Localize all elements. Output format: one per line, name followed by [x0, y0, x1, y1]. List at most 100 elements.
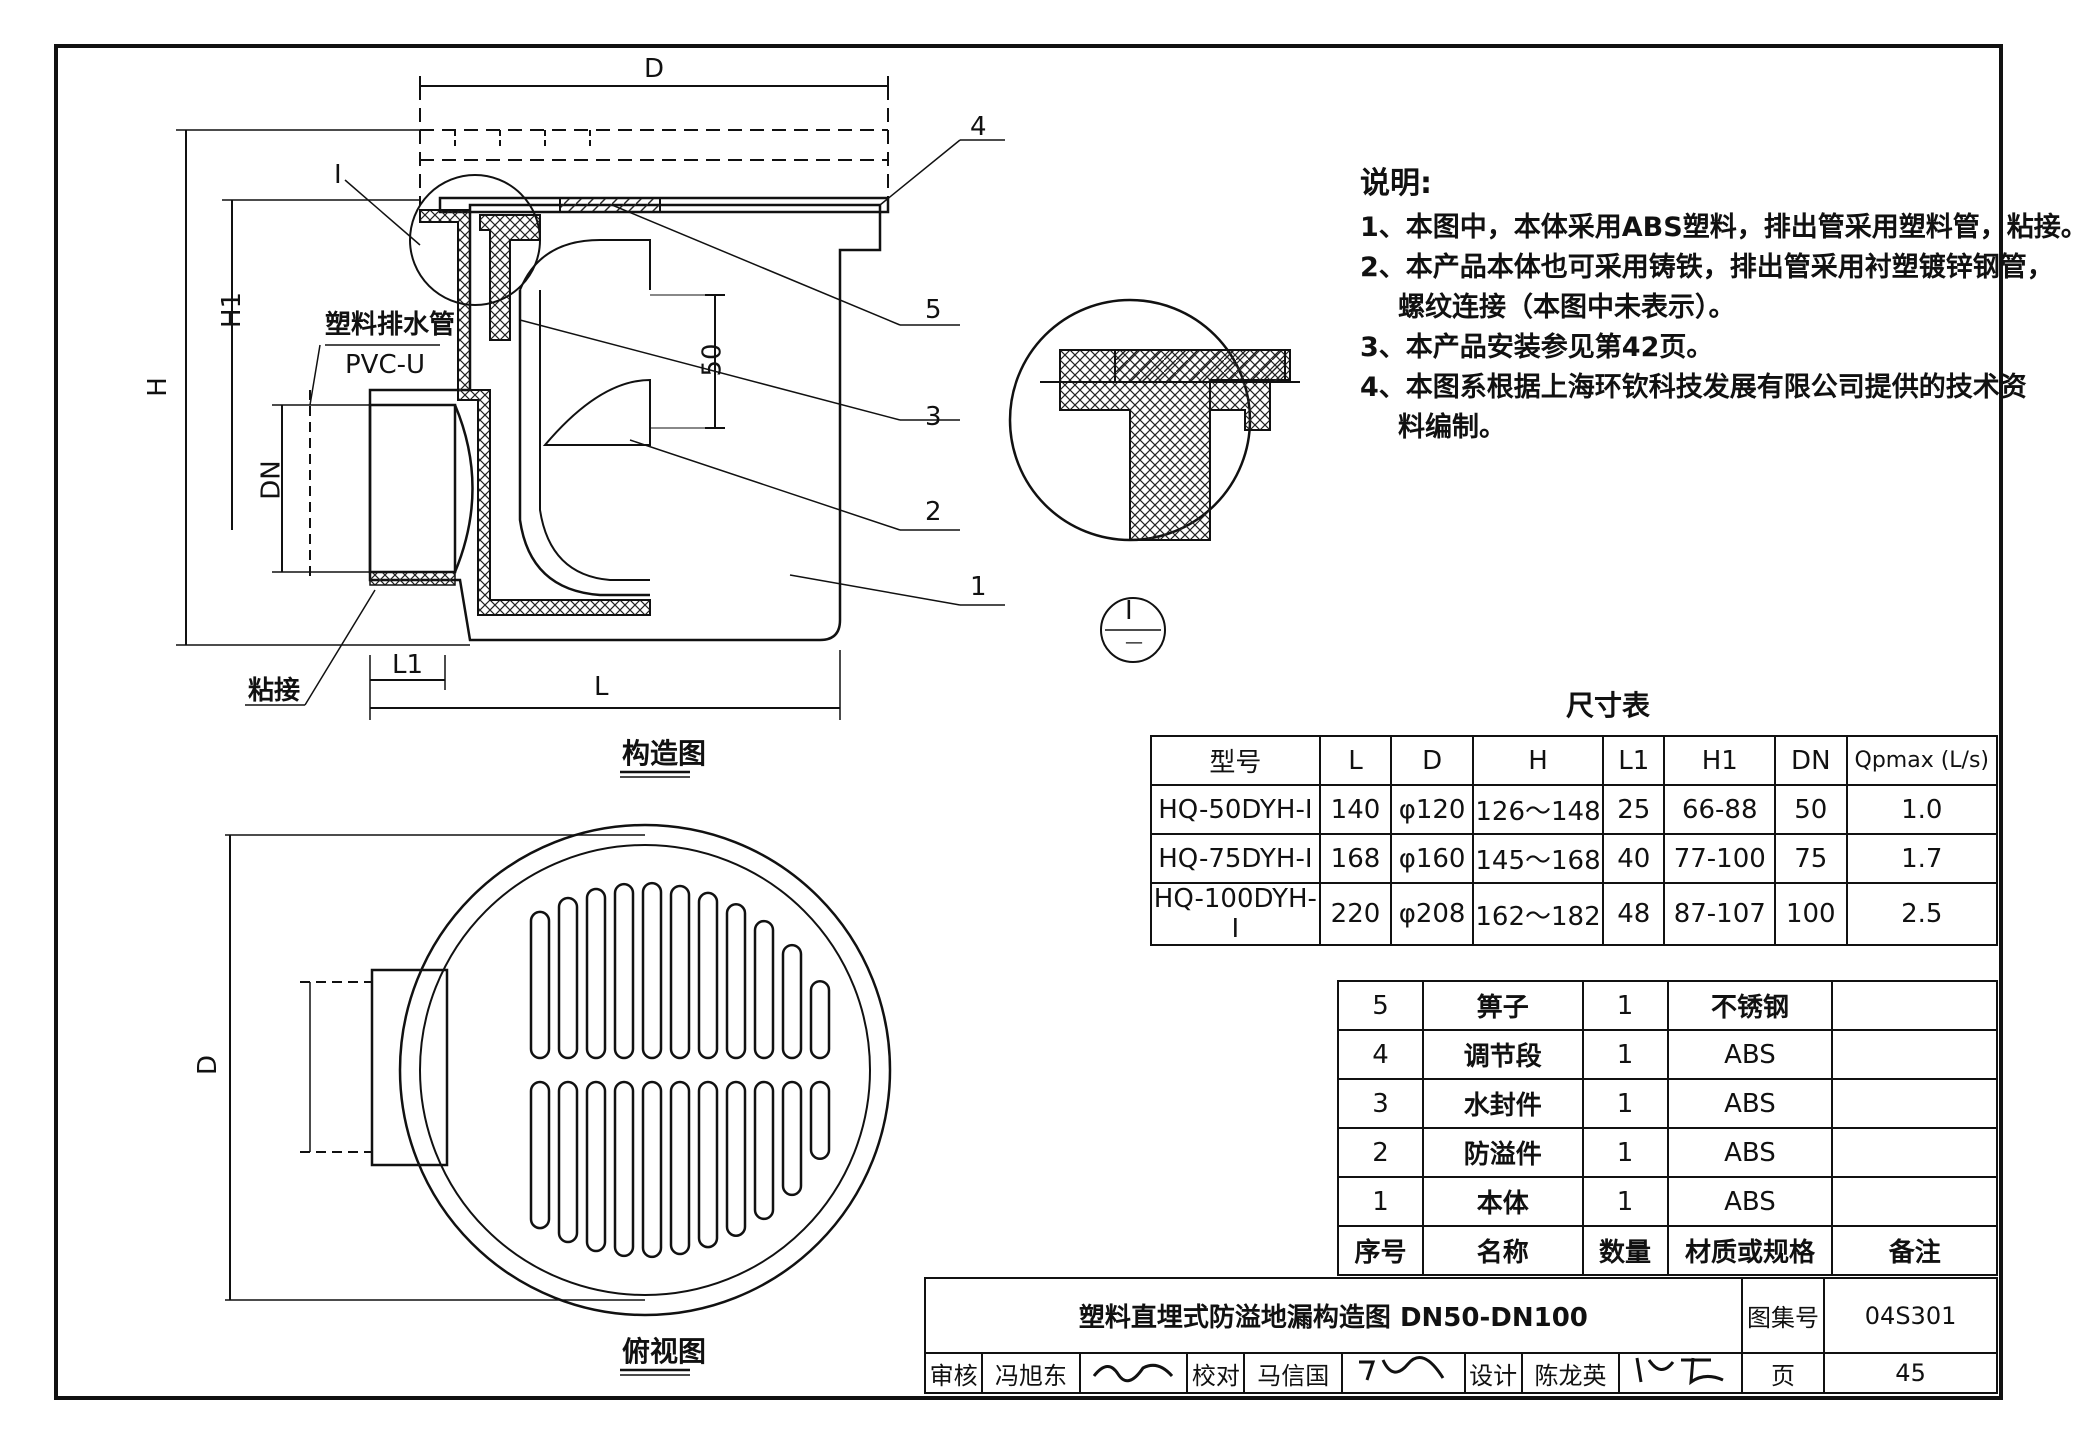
cell: 40: [1602, 833, 1666, 884]
cell: 87-107: [1663, 882, 1777, 946]
plan-outlet: [370, 968, 449, 1167]
note-4-cont: 料编制。: [1398, 412, 1506, 443]
label-part-3: 3: [925, 402, 942, 432]
dim-header-L: L: [1318, 735, 1393, 786]
grate-slot: [613, 1080, 635, 1258]
label-H: H: [142, 377, 173, 397]
note-2-cont: 螺纹连接（本图中未表示）。: [1398, 292, 1736, 323]
cell: 2.5: [1845, 882, 1999, 946]
cell: 168: [1318, 833, 1393, 884]
grate-slot: [669, 884, 691, 1060]
label-L: L: [594, 672, 609, 702]
plan-outer-circle: [398, 823, 892, 1317]
parts-header-qty: 数量: [1581, 1225, 1669, 1276]
parts-header-name: 名称: [1421, 1225, 1584, 1276]
label-part-4: 4: [970, 112, 987, 142]
cell: [1831, 1127, 1998, 1178]
label-part-2: 2: [925, 497, 942, 527]
designer-name: 陈龙英: [1520, 1352, 1621, 1394]
outlet-pipe: [368, 403, 457, 574]
cell: HQ-75DYH-Ⅰ: [1150, 833, 1321, 884]
cell: 1: [1581, 980, 1669, 1031]
grate-slot: [585, 887, 607, 1060]
detail-marker-bottom: —: [1125, 632, 1143, 653]
table-row: HQ-50DYH-Ⅰ 140 φ120 126～148 25 66-88 50 …: [1150, 784, 1999, 835]
dim-header-qpmax: Qpmax (L/s): [1845, 735, 1999, 786]
page-number: 45: [1823, 1352, 1998, 1394]
plan-view: [225, 823, 892, 1317]
dim-table-header: 型号 L D H L1 H1 DN Qpmax (L/s): [1150, 735, 1999, 786]
grate-slot: [697, 891, 719, 1060]
dim-header-DN: DN: [1774, 735, 1848, 786]
table-row: 4 调节段 1 ABS: [1337, 1029, 1998, 1080]
atlas-label: 图集号: [1740, 1277, 1826, 1354]
label-part-1: 1: [970, 572, 987, 602]
overflow-flap: [542, 378, 651, 446]
cell: 140: [1318, 784, 1393, 835]
cell: 5: [1337, 980, 1424, 1031]
reviewer-signature: [1078, 1352, 1189, 1394]
label-pipe-name: 塑料排水管: [325, 310, 456, 340]
cell: [1831, 980, 1998, 1031]
detail-circle-I: [409, 174, 541, 306]
label-part-5: 5: [925, 295, 942, 325]
cell: ABS: [1666, 1078, 1834, 1129]
plan-inner-circle: [419, 844, 871, 1296]
note-3: 3、本产品安装参见第42页。: [1360, 332, 1714, 363]
cell: 48: [1602, 882, 1666, 946]
grate-slot: [669, 1080, 691, 1256]
label-glue: 粘接: [248, 676, 301, 706]
cell: 本体: [1421, 1176, 1584, 1227]
checker-signature: [1340, 1352, 1466, 1394]
dim-header-D: D: [1390, 735, 1474, 786]
dimension-table: 型号 L D H L1 H1 DN Qpmax (L/s) HQ-50DYH-Ⅰ…: [1150, 735, 1999, 946]
label-D-top: D: [644, 54, 665, 84]
cell: ABS: [1666, 1029, 1834, 1080]
detail-marker-label: I: [1125, 596, 1133, 626]
reviewer-name: 冯旭东: [981, 1352, 1081, 1394]
grate-slot: [781, 943, 803, 1060]
cell: 箅子: [1421, 980, 1584, 1031]
cell: 不锈钢: [1666, 980, 1834, 1031]
parts-table-header: 序号 名称 数量 材质或规格 备注: [1337, 1225, 1998, 1276]
label-D-plan: D: [193, 1054, 224, 1076]
cell: 防溢件: [1421, 1127, 1584, 1178]
cell: 25: [1602, 784, 1666, 835]
review-label: 审核: [923, 1352, 984, 1394]
grate-slot: [641, 1080, 663, 1259]
label-pipe-type: PVC-U: [345, 350, 426, 380]
label-50: 50: [697, 343, 728, 377]
cell: 77-100: [1663, 833, 1777, 884]
water-seal: [518, 290, 650, 597]
grate-slot: [697, 1080, 719, 1249]
cell: 1: [1581, 1029, 1669, 1080]
note-4: 4、本图系根据上海环钦科技发展有限公司提供的技术资: [1360, 372, 2027, 403]
cell: 50: [1774, 784, 1848, 835]
cell: 220: [1318, 882, 1393, 946]
notes-block: 说明: 1、本图中，本体采用ABS塑料，排出管采用塑料管，粘接。 2、本产品本体…: [1360, 158, 2088, 448]
drawing-frame: [54, 44, 2003, 1400]
cell: 2: [1337, 1127, 1424, 1178]
signature-mark: [1635, 1357, 1724, 1386]
parts-header-no: 序号: [1337, 1225, 1424, 1276]
cell: 调节段: [1421, 1029, 1584, 1080]
body-wall-hatch: [419, 209, 651, 616]
parts-header-remark: 备注: [1831, 1225, 1998, 1276]
cell: 1: [1337, 1176, 1424, 1227]
cell: 145～168: [1471, 833, 1605, 884]
table-row: 3 水封件 1 ABS: [1337, 1078, 1998, 1129]
cell: φ160: [1390, 833, 1474, 884]
cell: ABS: [1666, 1127, 1834, 1178]
detail-view-I: [1008, 298, 1300, 663]
cell: 1.7: [1845, 833, 1999, 884]
cell: 100: [1774, 882, 1848, 946]
note-2: 2、本产品本体也可采用铸铁，排出管采用衬塑镀锌钢管，: [1360, 252, 2054, 283]
cell: 3: [1337, 1078, 1424, 1129]
atlas-number: 04S301: [1823, 1277, 1998, 1354]
grate-slot: [641, 881, 663, 1060]
cell: [1831, 1029, 1998, 1080]
parts-header-material: 材质或规格: [1666, 1225, 1834, 1276]
notes-title: 说明:: [1360, 166, 1432, 201]
label-DN: DN: [256, 460, 287, 500]
